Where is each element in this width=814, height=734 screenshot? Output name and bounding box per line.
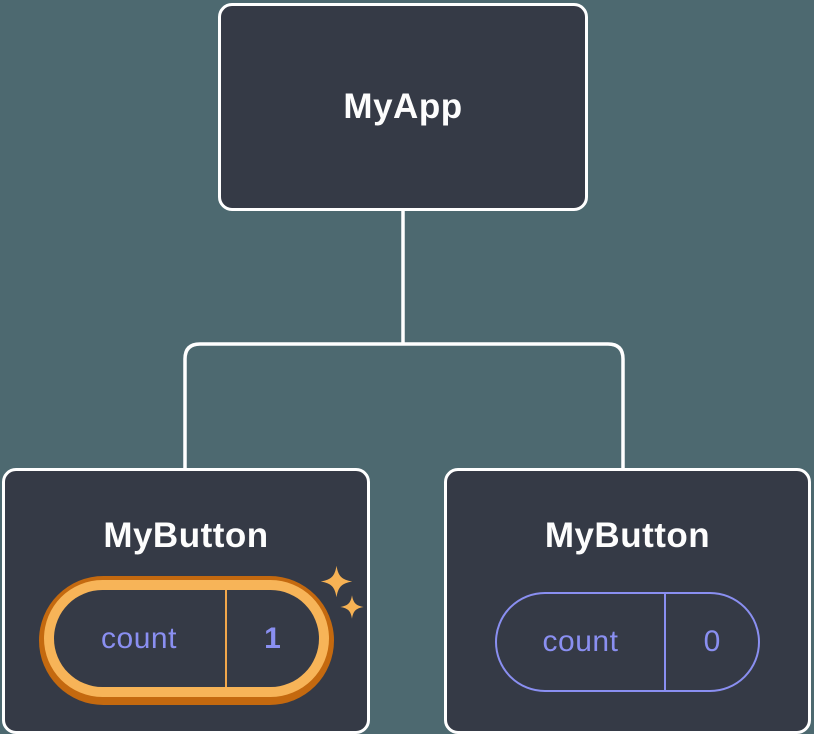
tree-node-myapp: MyApp (218, 3, 588, 211)
state-key-label: count (542, 625, 619, 658)
state-pill-default: count 0 (495, 592, 760, 692)
state-value: 1 (264, 621, 281, 655)
pill-divider (224, 590, 227, 687)
tree-node-mybutton-default: MyButton count 0 (444, 468, 811, 734)
tree-node-mybutton-updated: MyButton count 1 (2, 468, 370, 734)
state-highlight-ring: count 1 (38, 576, 334, 705)
state-key-label: count (101, 621, 177, 655)
pill-divider (664, 594, 666, 690)
node-label-myapp: MyApp (343, 87, 463, 126)
sparkles-icon-small (340, 595, 364, 619)
state-pill-updated: count 1 (53, 590, 319, 687)
node-label-mybutton-updated: MyButton (103, 516, 269, 555)
state-value: 0 (703, 625, 721, 658)
sparkles-icon (320, 565, 353, 598)
node-label-mybutton-default: MyButton (544, 516, 711, 555)
